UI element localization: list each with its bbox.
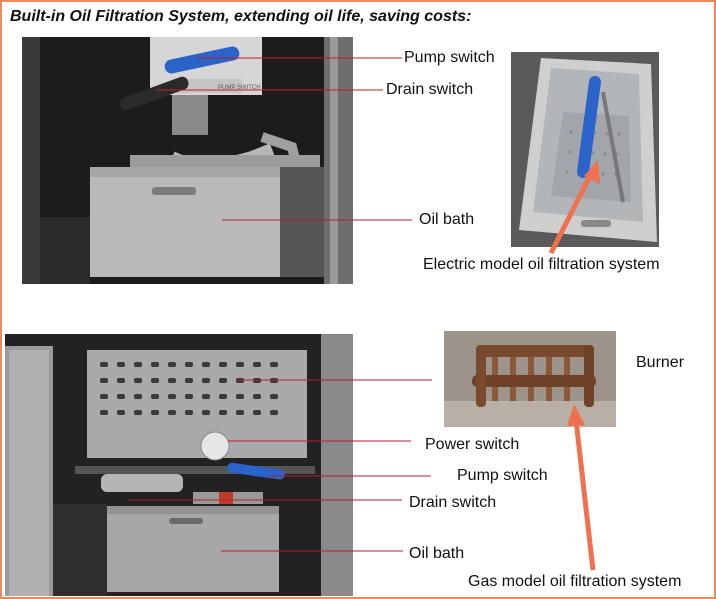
oil-bath-label-top: Oil bath — [419, 211, 475, 228]
pump-switch-label-bottom: Pump switch — [457, 467, 548, 484]
drain-switch-label-top: Drain switch — [386, 81, 474, 98]
gas-model-label: Gas model oil filtration system — [468, 573, 682, 590]
svg-text:PUMP SWITCH: PUMP SWITCH — [218, 85, 261, 91]
drain-switch-label-bottom: Drain switch — [409, 494, 497, 511]
electric-fryer-photo: PUMP SWITCH — [22, 37, 353, 284]
gas-fryer-photo — [5, 334, 353, 596]
electric-filtration-tray-photo — [511, 52, 659, 247]
burner-label: Burner — [636, 354, 685, 371]
oil-bath-label-bottom: Oil bath — [409, 545, 465, 562]
burner-photo — [444, 331, 616, 427]
power-switch-label: Power switch — [425, 436, 520, 453]
electric-model-label: Electric model oil filtration system — [423, 256, 660, 273]
pump-switch-label-top: Pump switch — [404, 49, 495, 66]
page-title: Built-in Oil Filtration System, extendin… — [10, 8, 472, 25]
